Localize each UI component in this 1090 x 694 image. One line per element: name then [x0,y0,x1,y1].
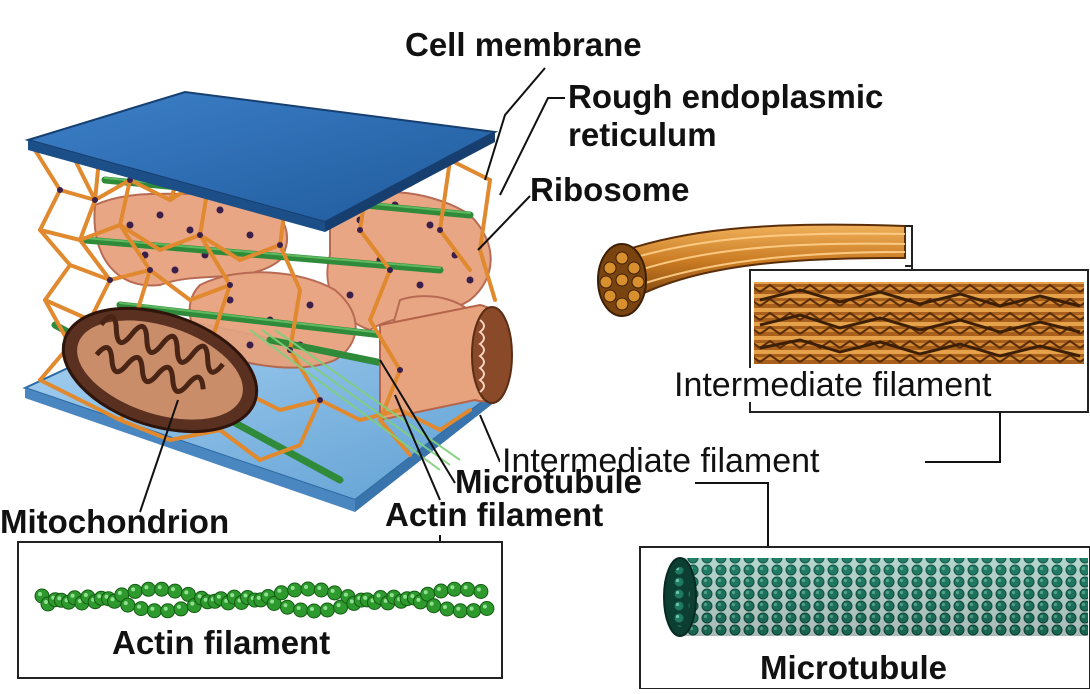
actin-bead-highlight [337,603,341,607]
actin-bead-highlight [118,591,122,595]
actin-bead-highlight [304,585,308,589]
actin-bead [174,602,188,616]
actin-bead [320,603,334,617]
actin-bead [121,598,135,612]
actin-bead-highlight [217,595,221,599]
label-intermediate-filament-inset: Intermediate filament [670,368,996,402]
actin-bead [328,586,342,600]
actin-bead-highlight [456,607,460,611]
actin-bead [161,604,175,618]
label-mitochondrion: Mitochondrion [0,505,229,538]
actin-bead-highlight [137,605,141,609]
actin-bead-highlight [97,594,101,598]
actin-bead [134,602,148,616]
actin-bead-highlight [403,595,407,599]
actin-bead [128,584,142,598]
actin-bead-highlight [144,585,148,589]
actin-bead-highlight [198,594,202,598]
actin-bead [474,585,488,599]
actin-bead-highlight [244,594,248,598]
actin-bead-highlight [184,590,188,594]
actin-bead-highlight [470,607,474,611]
actin-bead-highlight [450,585,454,589]
actin-bead-highlight [150,607,154,611]
actin-bead-highlight [377,594,381,598]
actin-bead [453,604,467,618]
actin-bead [168,584,182,598]
actin-bead-highlight [131,587,135,591]
actin-bead-highlight [477,588,481,592]
label-rough-er-line2: reticulum [568,118,717,151]
actin-bead-highlight [363,596,367,600]
actin-bead-highlight [297,606,301,610]
actin-bead [147,604,161,618]
actin-bead [440,602,454,616]
label-actin-filament: Actin filament [385,498,603,531]
label-microtubule: Microtubule [455,465,642,498]
actin-bead-highlight [71,594,75,598]
actin-bead-highlight [310,607,314,611]
actin-bead [274,586,288,600]
label-cell-membrane: Cell membrane [405,28,642,61]
actin-bead-highlight [257,596,261,600]
actin-bead-highlight [57,596,61,600]
actin-bead [447,582,461,596]
actin-bead-highlight [483,605,487,609]
actin-bead [467,604,481,618]
actin-bead [434,584,448,598]
actin-bead-highlight [270,600,274,604]
actin-bead [307,604,321,618]
actin-bead-highlight [164,607,168,611]
actin-bead [288,583,302,597]
actin-bead-highlight [416,598,420,602]
actin-bead-highlight [430,602,434,606]
actin-bead-highlight [291,586,295,590]
actin-bead [301,582,315,596]
actin-bead [480,602,494,616]
actin-bead-highlight [344,593,348,597]
actin-bead-highlight [464,585,468,589]
actin-bead [461,582,475,596]
label-microtubule-inset: Microtubule [760,651,947,684]
actin-bead-highlight [277,589,281,593]
actin-bead-highlight [283,603,287,607]
actin-bead-highlight [111,597,115,601]
actin-bead-highlight [350,599,354,603]
actin-bead [427,599,441,613]
actin-bead-highlight [437,587,441,591]
actin-bead-highlight [230,593,234,597]
actin-bead [155,582,169,596]
actin-bead-highlight [410,594,414,598]
actin-bead-highlight [171,587,175,591]
actin-bead [280,600,294,614]
label-actin-filament-inset: Actin filament [112,626,330,659]
actin-bead-highlight [264,593,268,597]
actin-bead-highlight [390,593,394,597]
actin-bead-highlight [124,601,128,605]
actin-bead-highlight [443,605,447,609]
actin-bead [314,583,328,597]
actin-bead-highlight [204,598,208,602]
actin-bead-highlight [323,606,327,610]
label-ribosome: Ribosome [530,173,690,206]
actin-bead-highlight [317,586,321,590]
actin-bead-highlight [177,605,181,609]
actin-bead-highlight [424,590,428,594]
actin-bead [141,582,155,596]
actin-bead-highlight [331,589,335,593]
actin-bead-highlight [84,593,88,597]
cell-block-icon [25,92,512,512]
actin-bead-highlight [38,592,42,596]
actin-bead [294,603,308,617]
actin-bead-highlight [44,600,48,604]
actin-bead-highlight [158,585,162,589]
label-rough-er-line1: Rough endoplasmic [568,80,883,113]
actin-bead-highlight [190,602,194,606]
